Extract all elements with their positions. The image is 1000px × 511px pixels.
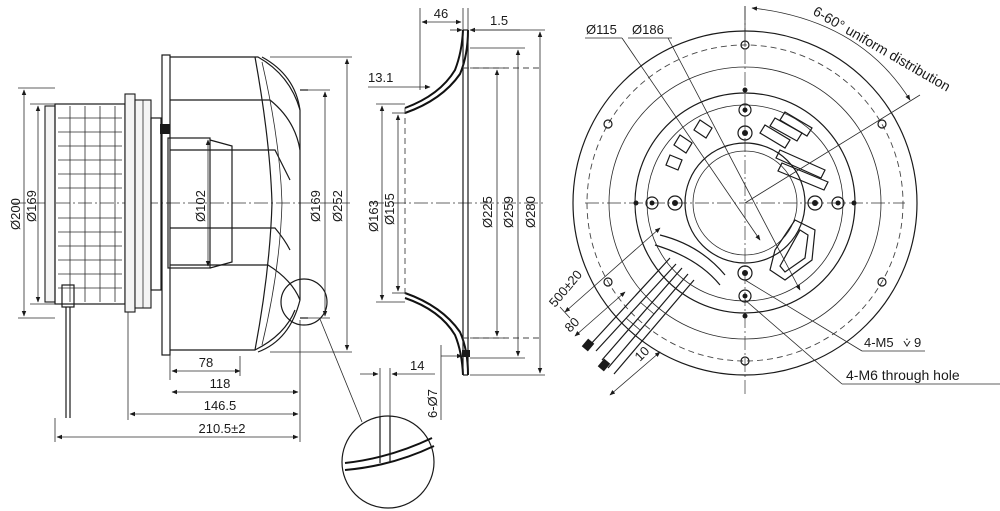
m5-holes [667, 125, 823, 281]
impeller-shroud [257, 56, 308, 353]
label-m5-depth: 9 [914, 335, 921, 350]
dim-1-5: 1.5 [490, 13, 508, 28]
dim-46: 46 [434, 6, 448, 21]
motor-ribs [665, 111, 829, 191]
motor-cable [61, 284, 75, 418]
dim-d225: Ø225 [480, 196, 495, 228]
detail-magnified [341, 415, 435, 509]
dim-d169-wheel: Ø169 [308, 190, 323, 222]
dim-d115: Ø115 [586, 22, 617, 37]
dim-d169-motor: Ø169 [24, 190, 39, 222]
dim-6-d7: 6-Ø7 [425, 389, 440, 418]
impeller-backplate [161, 54, 171, 356]
m5-depth-icon: ⩒ [903, 335, 911, 350]
dim-78: 78 [199, 355, 213, 370]
dim-d163: Ø163 [366, 200, 381, 232]
dim-d259: Ø259 [501, 196, 516, 228]
motor-cooling-fins [58, 106, 122, 302]
label-m5: 4-M5 [864, 335, 894, 350]
dim-d186: Ø186 [632, 22, 664, 37]
control-board [769, 219, 816, 281]
cable-exit [659, 234, 726, 276]
dim-14: 14 [410, 358, 424, 373]
section-view: 46 1.5 13.1 Ø163 Ø155 Ø225 Ø259 Ø280 [360, 6, 545, 425]
dim-d200: Ø200 [8, 198, 23, 230]
hub-bore [684, 142, 806, 264]
dim-118: 118 [210, 376, 231, 391]
dim-cable-500: 500±20 [546, 267, 585, 310]
angle-note: 6-60° uniform distribution [811, 3, 954, 95]
label-m6: 4-M6 through hole [846, 367, 960, 383]
dim-d155: Ø155 [382, 193, 397, 225]
dim-210-5: 210.5±2 [199, 421, 246, 436]
dim-d280: Ø280 [523, 196, 538, 228]
m6-holes [645, 103, 845, 303]
dim-146-5: 146.5 [204, 398, 237, 413]
dim-d102: Ø102 [193, 190, 208, 222]
dim-d252: Ø252 [330, 190, 345, 222]
front-view: 500±20 80 10 Ø115 Ø186 6-60° uniform dis… [546, 3, 1000, 396]
impeller-blades [170, 56, 301, 351]
flange-plate [44, 105, 56, 303]
side-view: Ø200 Ø169 Ø102 Ø169 Ø252 78 118 14 [8, 54, 363, 442]
dim-13-1: 13.1 [368, 70, 393, 85]
